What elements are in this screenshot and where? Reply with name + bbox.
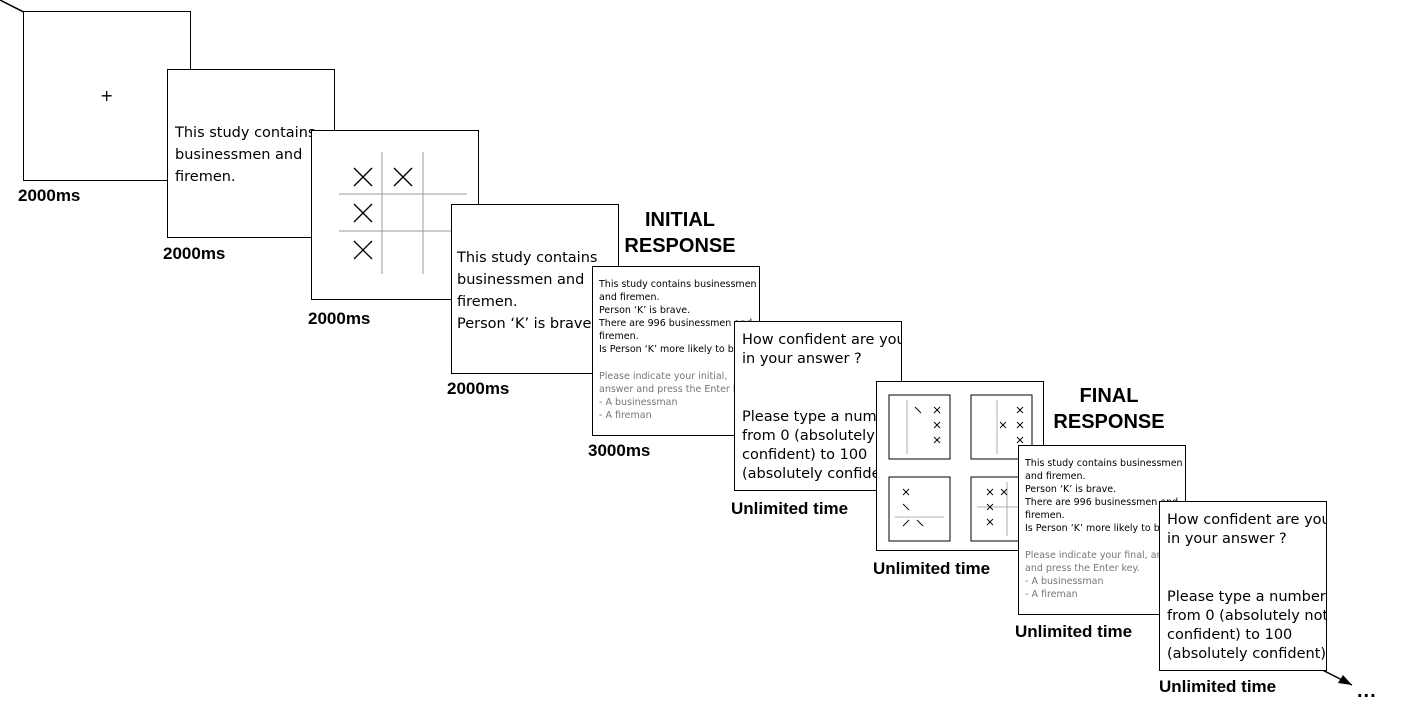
- confidence-1-prompt-2: from 0 (absolutely not: [742, 428, 902, 444]
- initial-line-2: and firemen.: [599, 292, 660, 303]
- confidence-2-question-2: in your answer ?: [1167, 531, 1287, 547]
- initial-response-heading: INITIAL RESPONSE: [614, 207, 746, 259]
- initial-line-3: Person ‘K’ is brave.: [599, 305, 691, 316]
- personality-line-3: firemen.: [457, 294, 518, 310]
- confidence-1-prompt-3: confident) to 100: [742, 447, 868, 463]
- initial-response-screen: This study contains businessmen and fire…: [592, 266, 760, 436]
- recall-duration: Unlimited time: [873, 559, 991, 578]
- confidence-2-duration: Unlimited time: [1159, 677, 1277, 696]
- fixation-screen: +: [23, 11, 191, 181]
- confidence-2-question-1: How confident are you: [1167, 512, 1327, 528]
- initial-option-fireman: - A fireman: [599, 410, 652, 421]
- load-pattern-duration: 2000ms: [308, 309, 371, 328]
- final-instruction-2: and press the Enter key.: [1025, 563, 1140, 574]
- fixation-cross: +: [100, 86, 114, 105]
- initial-heading-line-1: INITIAL: [645, 209, 715, 231]
- final-line-5: firemen.: [1025, 510, 1065, 521]
- final-response-heading: FINAL RESPONSE: [1044, 383, 1174, 435]
- final-option-fireman: - A fireman: [1025, 589, 1078, 600]
- base-rate-duration: 2000ms: [163, 244, 226, 263]
- final-duration: Unlimited time: [1015, 622, 1133, 641]
- confidence-screen-2: How confident are you in your answer ? P…: [1159, 501, 1327, 671]
- confidence-1-prompt-4: (absolutely confident): [742, 466, 902, 482]
- base-rate-line-2: businessmen and: [175, 147, 303, 163]
- base-rate-line-3: firemen.: [175, 169, 236, 185]
- final-line-1: This study contains businessmen: [1025, 458, 1183, 469]
- initial-line-1: This study contains businessmen: [599, 279, 757, 290]
- final-line-6: Is Person ‘K’ more likely to be:: [1025, 523, 1169, 534]
- confidence-2-prompt-1: Please type a number: [1167, 589, 1326, 605]
- dot-matrix-pattern: [339, 152, 467, 274]
- base-rate-line-1: This study contains: [175, 125, 316, 141]
- final-heading-line-1: FINAL: [1079, 385, 1139, 407]
- base-rate-screen: This study contains businessmen and fire…: [167, 69, 335, 238]
- initial-line-4: There are 996 businessmen and: [599, 318, 753, 329]
- confidence-2-prompt-2: from 0 (absolutely not: [1167, 608, 1327, 624]
- personality-duration: 2000ms: [447, 379, 510, 398]
- confidence-1-duration: Unlimited time: [731, 499, 849, 518]
- recall-cross-marks: [902, 406, 1024, 527]
- timeline-arrowhead: [1338, 675, 1352, 685]
- initial-line-5: firemen.: [599, 331, 639, 342]
- initial-option-businessman: - A businessman: [599, 397, 678, 408]
- personality-line-2: businessmen and: [457, 272, 585, 288]
- final-line-4: There are 996 businessmen and: [1025, 497, 1179, 508]
- confidence-1-prompt-1: Please type a number: [742, 409, 901, 425]
- continuation-ellipsis: ...: [1357, 680, 1377, 702]
- cross-mark-icons: [353, 167, 413, 260]
- confidence-1-question-2: in your answer ?: [742, 351, 862, 367]
- confidence-2-prompt-4: (absolutely confident): [1167, 646, 1327, 662]
- recall-screen: [876, 381, 1044, 551]
- initial-instruction-2: answer and press the Enter key.: [599, 384, 752, 395]
- confidence-screen-1: How confident are you in your answer ? P…: [734, 321, 902, 491]
- confidence-1-question-1: How confident are you: [742, 332, 902, 348]
- personality-screen: This study contains businessmen and fire…: [451, 204, 619, 374]
- final-response-screen: This study contains businessmen and fire…: [1018, 445, 1186, 615]
- final-option-businessman: - A businessman: [1025, 576, 1104, 587]
- initial-line-6: Is Person ‘K’ more likely to be:: [599, 344, 743, 355]
- initial-heading-line-2: RESPONSE: [624, 235, 736, 257]
- final-line-3: Person ‘K’ is brave.: [1025, 484, 1117, 495]
- final-heading-line-2: RESPONSE: [1053, 411, 1165, 433]
- initial-instruction-1: Please indicate your initial,: [599, 371, 728, 382]
- personality-line-1: This study contains: [457, 250, 598, 266]
- confidence-2-prompt-3: confident) to 100: [1167, 627, 1293, 643]
- fixation-duration: 2000ms: [18, 186, 81, 205]
- final-instruction-1: Please indicate your final, answer: [1025, 550, 1186, 561]
- personality-line-4: Person ‘K’ is brave.: [457, 316, 597, 332]
- final-line-2: and firemen.: [1025, 471, 1086, 482]
- initial-duration: 3000ms: [588, 441, 651, 460]
